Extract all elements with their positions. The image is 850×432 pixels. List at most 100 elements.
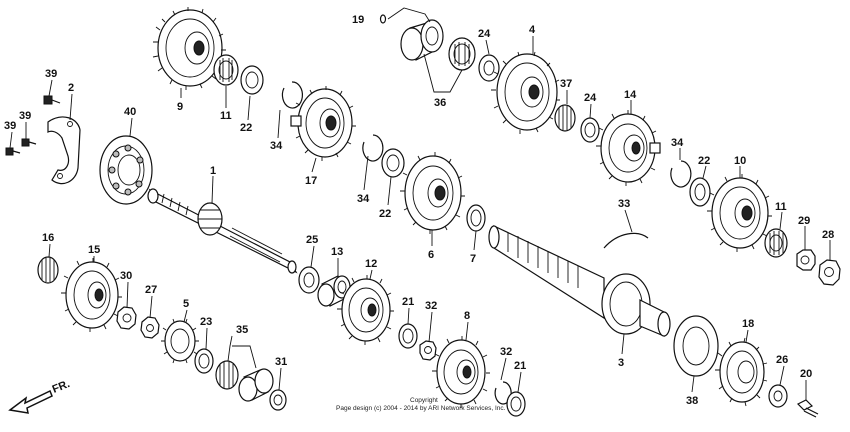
callout-35: 35 bbox=[236, 324, 248, 336]
callout-16: 16 bbox=[42, 232, 54, 244]
callout-26: 26 bbox=[776, 354, 788, 366]
part-34-circlip-a bbox=[281, 81, 304, 109]
callout-8: 8 bbox=[464, 310, 470, 322]
copyright-line-2: Page design (c) 2004 - 2014 by ARI Netwo… bbox=[336, 405, 506, 412]
part-15-gear bbox=[61, 258, 122, 332]
part-34-circlip-b bbox=[670, 160, 692, 188]
callout-29: 29 bbox=[798, 215, 810, 227]
part-25-washer bbox=[298, 266, 320, 294]
part-1-mainshaft bbox=[147, 188, 298, 274]
copyright-notice: Copyright Page design (c) 2004 - 2014 by… bbox=[336, 397, 506, 412]
callout-14: 14 bbox=[624, 89, 637, 101]
part-21-washer-b bbox=[506, 391, 526, 417]
callout-40: 40 bbox=[124, 106, 136, 118]
callout-11: 11 bbox=[775, 201, 787, 213]
callout-39: 39 bbox=[19, 110, 31, 122]
callout-21: 21 bbox=[402, 296, 414, 308]
part-33-wire-clip bbox=[603, 232, 649, 249]
part-23-washer bbox=[194, 348, 214, 374]
callout-13: 13 bbox=[331, 246, 343, 258]
callout-labels: 9 11 22 34 17 19 36 24 4 37 24 14 34 22 … bbox=[4, 14, 834, 407]
callout-39: 39 bbox=[45, 68, 57, 80]
front-label: FR. bbox=[51, 378, 72, 396]
callout-31: 31 bbox=[275, 356, 287, 368]
part-8-gear bbox=[432, 336, 490, 408]
callout-1: 1 bbox=[210, 165, 216, 177]
callout-18: 18 bbox=[742, 318, 754, 330]
callout-11: 11 bbox=[220, 110, 232, 122]
part-10-gear bbox=[707, 174, 772, 252]
part-19-pin bbox=[379, 14, 387, 24]
part-11-needle-bearing bbox=[213, 54, 239, 86]
part-31-washer bbox=[269, 389, 287, 411]
part-7-bushing bbox=[466, 204, 486, 232]
part-17-gear bbox=[290, 86, 356, 161]
part-30-washer bbox=[116, 306, 137, 330]
copyright-line-1: Copyright bbox=[410, 397, 438, 404]
callout-6: 6 bbox=[428, 249, 434, 261]
callout-34: 34 bbox=[357, 193, 370, 205]
callout-21: 21 bbox=[514, 360, 526, 372]
callout-38: 38 bbox=[686, 395, 698, 407]
part-32-washer-a bbox=[419, 340, 437, 361]
callout-33: 33 bbox=[618, 198, 630, 210]
callout-12: 12 bbox=[365, 258, 377, 270]
part-5-gear bbox=[161, 318, 199, 364]
part-26-washer bbox=[768, 384, 788, 408]
callout-37: 37 bbox=[560, 78, 572, 90]
front-arrow-icon bbox=[8, 389, 53, 414]
callout-9: 9 bbox=[177, 101, 183, 113]
callout-5: 5 bbox=[183, 298, 189, 310]
callout-32: 32 bbox=[500, 346, 512, 358]
part-11-needle-bearing-b bbox=[764, 228, 788, 258]
callout-23: 23 bbox=[200, 316, 212, 328]
callout-7: 7 bbox=[470, 253, 476, 265]
part-39-bolt-b bbox=[21, 138, 37, 147]
part-24-washer-a bbox=[478, 54, 500, 82]
part-20-bolt bbox=[796, 399, 819, 418]
part-18-drive-sprocket bbox=[715, 337, 768, 407]
callout-34: 34 bbox=[671, 137, 684, 149]
callout-10: 10 bbox=[734, 155, 746, 167]
callout-28: 28 bbox=[822, 229, 834, 241]
part-29-washer bbox=[796, 249, 816, 271]
callout-27: 27 bbox=[145, 284, 157, 296]
part-37-needle-bearing bbox=[554, 104, 576, 132]
callout-2: 2 bbox=[68, 82, 74, 94]
part-39-bolt-c bbox=[5, 147, 21, 156]
part-16-needle-bearing bbox=[37, 256, 59, 284]
part-2-shift-plate bbox=[47, 116, 81, 185]
callout-22: 22 bbox=[698, 155, 710, 167]
callout-32: 32 bbox=[425, 300, 437, 312]
part-27-washer bbox=[140, 316, 160, 339]
part-35-bearing-bushing bbox=[215, 360, 274, 402]
callout-3: 3 bbox=[618, 357, 624, 369]
callout-17: 17 bbox=[305, 175, 317, 187]
part-3-countershaft bbox=[488, 225, 671, 337]
part-22-washer-a bbox=[240, 65, 264, 95]
callout-36: 36 bbox=[434, 97, 446, 109]
part-22-washer-b bbox=[689, 177, 711, 207]
part-24-washer-b bbox=[580, 117, 600, 143]
part-14-gear bbox=[596, 110, 661, 186]
part-38-oil-seal bbox=[673, 315, 719, 377]
part-22-washer-c bbox=[381, 148, 405, 178]
callout-25: 25 bbox=[306, 234, 318, 246]
callout-34: 34 bbox=[270, 140, 283, 152]
part-12-gear bbox=[337, 275, 394, 345]
callout-20: 20 bbox=[800, 368, 812, 380]
part-4-gear bbox=[491, 51, 560, 134]
part-34-circlip-c bbox=[362, 134, 384, 162]
part-40-ball-bearing bbox=[99, 135, 153, 205]
part-9-gear bbox=[152, 7, 226, 90]
callout-24: 24 bbox=[584, 92, 597, 104]
callout-22: 22 bbox=[379, 208, 391, 220]
callout-30: 30 bbox=[120, 270, 132, 282]
leader-lines bbox=[9, 7, 831, 400]
callout-4: 4 bbox=[529, 24, 536, 36]
callout-24: 24 bbox=[478, 28, 491, 40]
part-6-gear bbox=[400, 152, 465, 234]
callout-19: 19 bbox=[352, 14, 364, 26]
part-36-sleeve-bearing bbox=[400, 19, 476, 71]
callout-39: 39 bbox=[4, 120, 16, 132]
